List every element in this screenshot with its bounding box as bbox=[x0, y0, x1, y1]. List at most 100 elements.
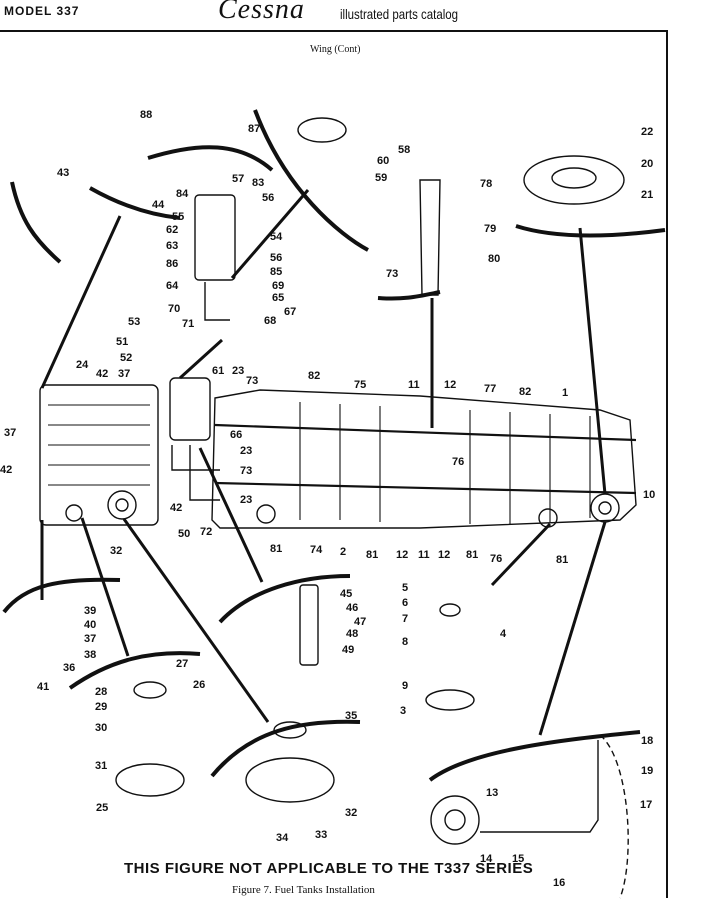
callout-number: 81 bbox=[366, 549, 378, 561]
callout-number: 48 bbox=[346, 628, 358, 640]
callout-number: 73 bbox=[386, 268, 398, 280]
callout-number: 49 bbox=[342, 644, 354, 656]
callout-number: 73 bbox=[240, 465, 252, 477]
callout-number: 13 bbox=[486, 787, 498, 799]
callout-number: 83 bbox=[252, 177, 264, 189]
callout-number: 3 bbox=[400, 705, 406, 717]
callout-number: 34 bbox=[276, 832, 289, 844]
callout-number: 30 bbox=[95, 722, 107, 734]
callout-number: 12 bbox=[444, 379, 456, 391]
callout-number: 26 bbox=[193, 679, 205, 691]
inboard-tank-outline bbox=[39, 384, 159, 526]
callout-number: 65 bbox=[272, 292, 284, 304]
callout-number: 42 bbox=[0, 464, 12, 476]
callout-number: 81 bbox=[466, 549, 478, 561]
catalog-heading: illustrated parts catalog bbox=[340, 6, 459, 22]
callout-number: 74 bbox=[310, 544, 323, 556]
callout-number: 52 bbox=[120, 352, 132, 364]
callout-number: 22 bbox=[641, 126, 653, 138]
callout-number: 41 bbox=[37, 681, 49, 693]
callout-number: 75 bbox=[354, 379, 366, 391]
callout-number: 42 bbox=[96, 368, 108, 380]
callout-number: 25 bbox=[96, 802, 108, 814]
callout-number: 81 bbox=[270, 543, 282, 555]
callout-number: 62 bbox=[166, 224, 178, 236]
callout-number: 12 bbox=[396, 549, 408, 561]
callout-number: 37 bbox=[84, 633, 96, 645]
callout-number: 80 bbox=[488, 253, 500, 265]
callout-number: 39 bbox=[84, 605, 96, 617]
applicability-note: THIS FIGURE NOT APPLICABLE TO THE T337 S… bbox=[124, 860, 534, 877]
callout-number: 10 bbox=[643, 489, 655, 501]
callout-number: 61 bbox=[212, 365, 224, 377]
callout-number: 82 bbox=[308, 370, 320, 382]
callout-number: 76 bbox=[490, 553, 502, 565]
callout-number: 53 bbox=[128, 316, 140, 328]
callout-number: 16 bbox=[553, 877, 565, 889]
callout-number: 56 bbox=[270, 252, 282, 264]
callout-number: 82 bbox=[519, 386, 531, 398]
callout-number: 70 bbox=[168, 303, 180, 315]
callout-number: 23 bbox=[232, 365, 244, 377]
callout-number: 11 bbox=[418, 549, 430, 561]
callout-number: 85 bbox=[270, 266, 282, 278]
callout-number: 67 bbox=[284, 306, 296, 318]
callout-number: 32 bbox=[110, 545, 122, 557]
callout-number: 59 bbox=[375, 172, 387, 184]
callout-number: 51 bbox=[116, 336, 128, 348]
callout-number: 77 bbox=[484, 383, 496, 395]
callout-number: 8 bbox=[402, 636, 408, 648]
callout-number: 86 bbox=[166, 258, 178, 270]
wing-tank-outline bbox=[211, 389, 637, 529]
callout-number: 31 bbox=[95, 760, 107, 772]
callout-number: 43 bbox=[57, 167, 69, 179]
cessna-logo: Cessna bbox=[218, 0, 305, 25]
callout-number: 33 bbox=[315, 829, 327, 841]
page-frame bbox=[0, 30, 668, 898]
callout-number: 4 bbox=[500, 628, 507, 640]
callout-number: 6 bbox=[402, 597, 408, 609]
figure-caption: Figure 7. Fuel Tanks Installation bbox=[232, 884, 375, 896]
callout-number: 63 bbox=[166, 240, 178, 252]
callout-number: 57 bbox=[232, 173, 244, 185]
callout-number: 56 bbox=[262, 192, 274, 204]
callout-number: 78 bbox=[480, 178, 492, 190]
callout-number: 40 bbox=[84, 619, 96, 631]
callout-number: 15 bbox=[512, 853, 524, 865]
callout-number: 19 bbox=[641, 765, 653, 777]
callout-number: 64 bbox=[166, 280, 179, 292]
callout-number: 84 bbox=[176, 188, 189, 200]
callout-number: 68 bbox=[264, 315, 276, 327]
callout-number: 87 bbox=[248, 123, 260, 135]
callout-number: 23 bbox=[240, 494, 252, 506]
callout-number: 44 bbox=[152, 199, 165, 211]
callout-number: 24 bbox=[76, 359, 89, 371]
callout-number: 23 bbox=[240, 445, 252, 457]
callout-number: 9 bbox=[402, 680, 408, 692]
callout-number: 37 bbox=[118, 368, 130, 380]
callout-number: 81 bbox=[556, 554, 568, 566]
callout-number: 36 bbox=[63, 662, 75, 674]
callout-number: 47 bbox=[354, 616, 366, 628]
callout-number: 17 bbox=[640, 799, 652, 811]
callout-number: 7 bbox=[402, 613, 408, 625]
callout-number: 46 bbox=[346, 602, 358, 614]
callout-number: 14 bbox=[480, 853, 493, 865]
callout-number: 28 bbox=[95, 686, 107, 698]
callout-number: 66 bbox=[230, 429, 242, 441]
callout-number: 71 bbox=[182, 318, 194, 330]
callout-number: 55 bbox=[172, 211, 184, 223]
model-heading: MODEL 337 bbox=[4, 4, 80, 18]
callout-number: 38 bbox=[84, 649, 96, 661]
callout-number: 69 bbox=[272, 280, 284, 292]
callout-number: 76 bbox=[452, 456, 464, 468]
callout-number: 58 bbox=[398, 144, 410, 156]
callout-number: 18 bbox=[641, 735, 653, 747]
section-subtitle: Wing (Cont) bbox=[310, 44, 361, 55]
callout-number: 32 bbox=[345, 807, 357, 819]
callout-number: 12 bbox=[438, 549, 450, 561]
callout-number: 29 bbox=[95, 701, 107, 713]
callout-number: 88 bbox=[140, 109, 152, 121]
callout-number: 27 bbox=[176, 658, 188, 670]
